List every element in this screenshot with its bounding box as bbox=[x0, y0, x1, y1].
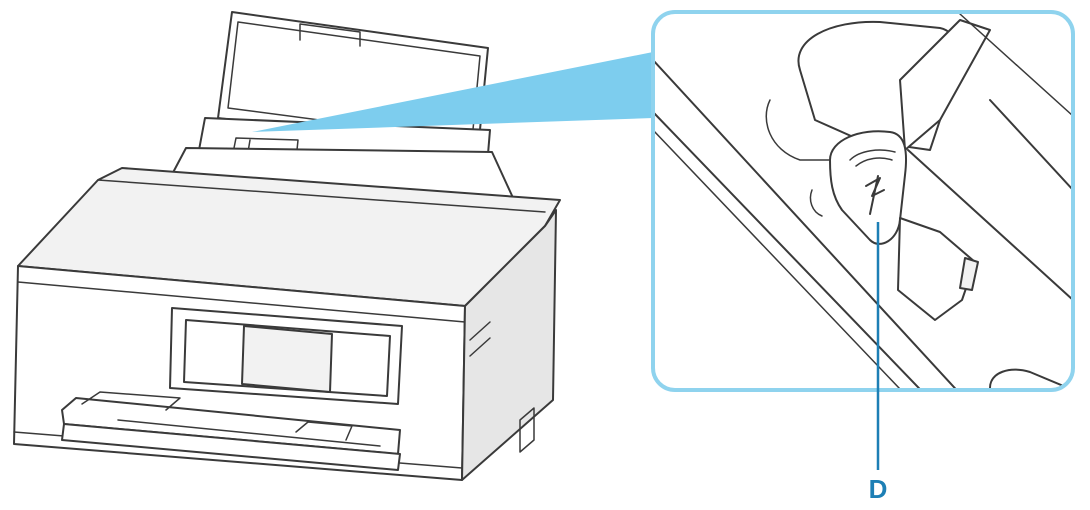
callout-label-d: D bbox=[869, 474, 888, 504]
zoom-beam bbox=[252, 52, 653, 132]
paper-guide-housing bbox=[765, 19, 991, 161]
printer-side bbox=[461, 209, 557, 481]
callout-d: D bbox=[869, 222, 888, 504]
feed-slot-rails bbox=[653, 13, 1073, 390]
paper-guide-lever bbox=[809, 130, 908, 245]
zoom-inset bbox=[651, 10, 1075, 392]
touch-screen bbox=[241, 325, 333, 393]
feed-roller bbox=[989, 368, 1073, 390]
printer bbox=[13, 11, 561, 481]
zoom-frame bbox=[651, 10, 1075, 392]
paper-edge bbox=[897, 217, 979, 321]
output-tray bbox=[61, 391, 401, 471]
